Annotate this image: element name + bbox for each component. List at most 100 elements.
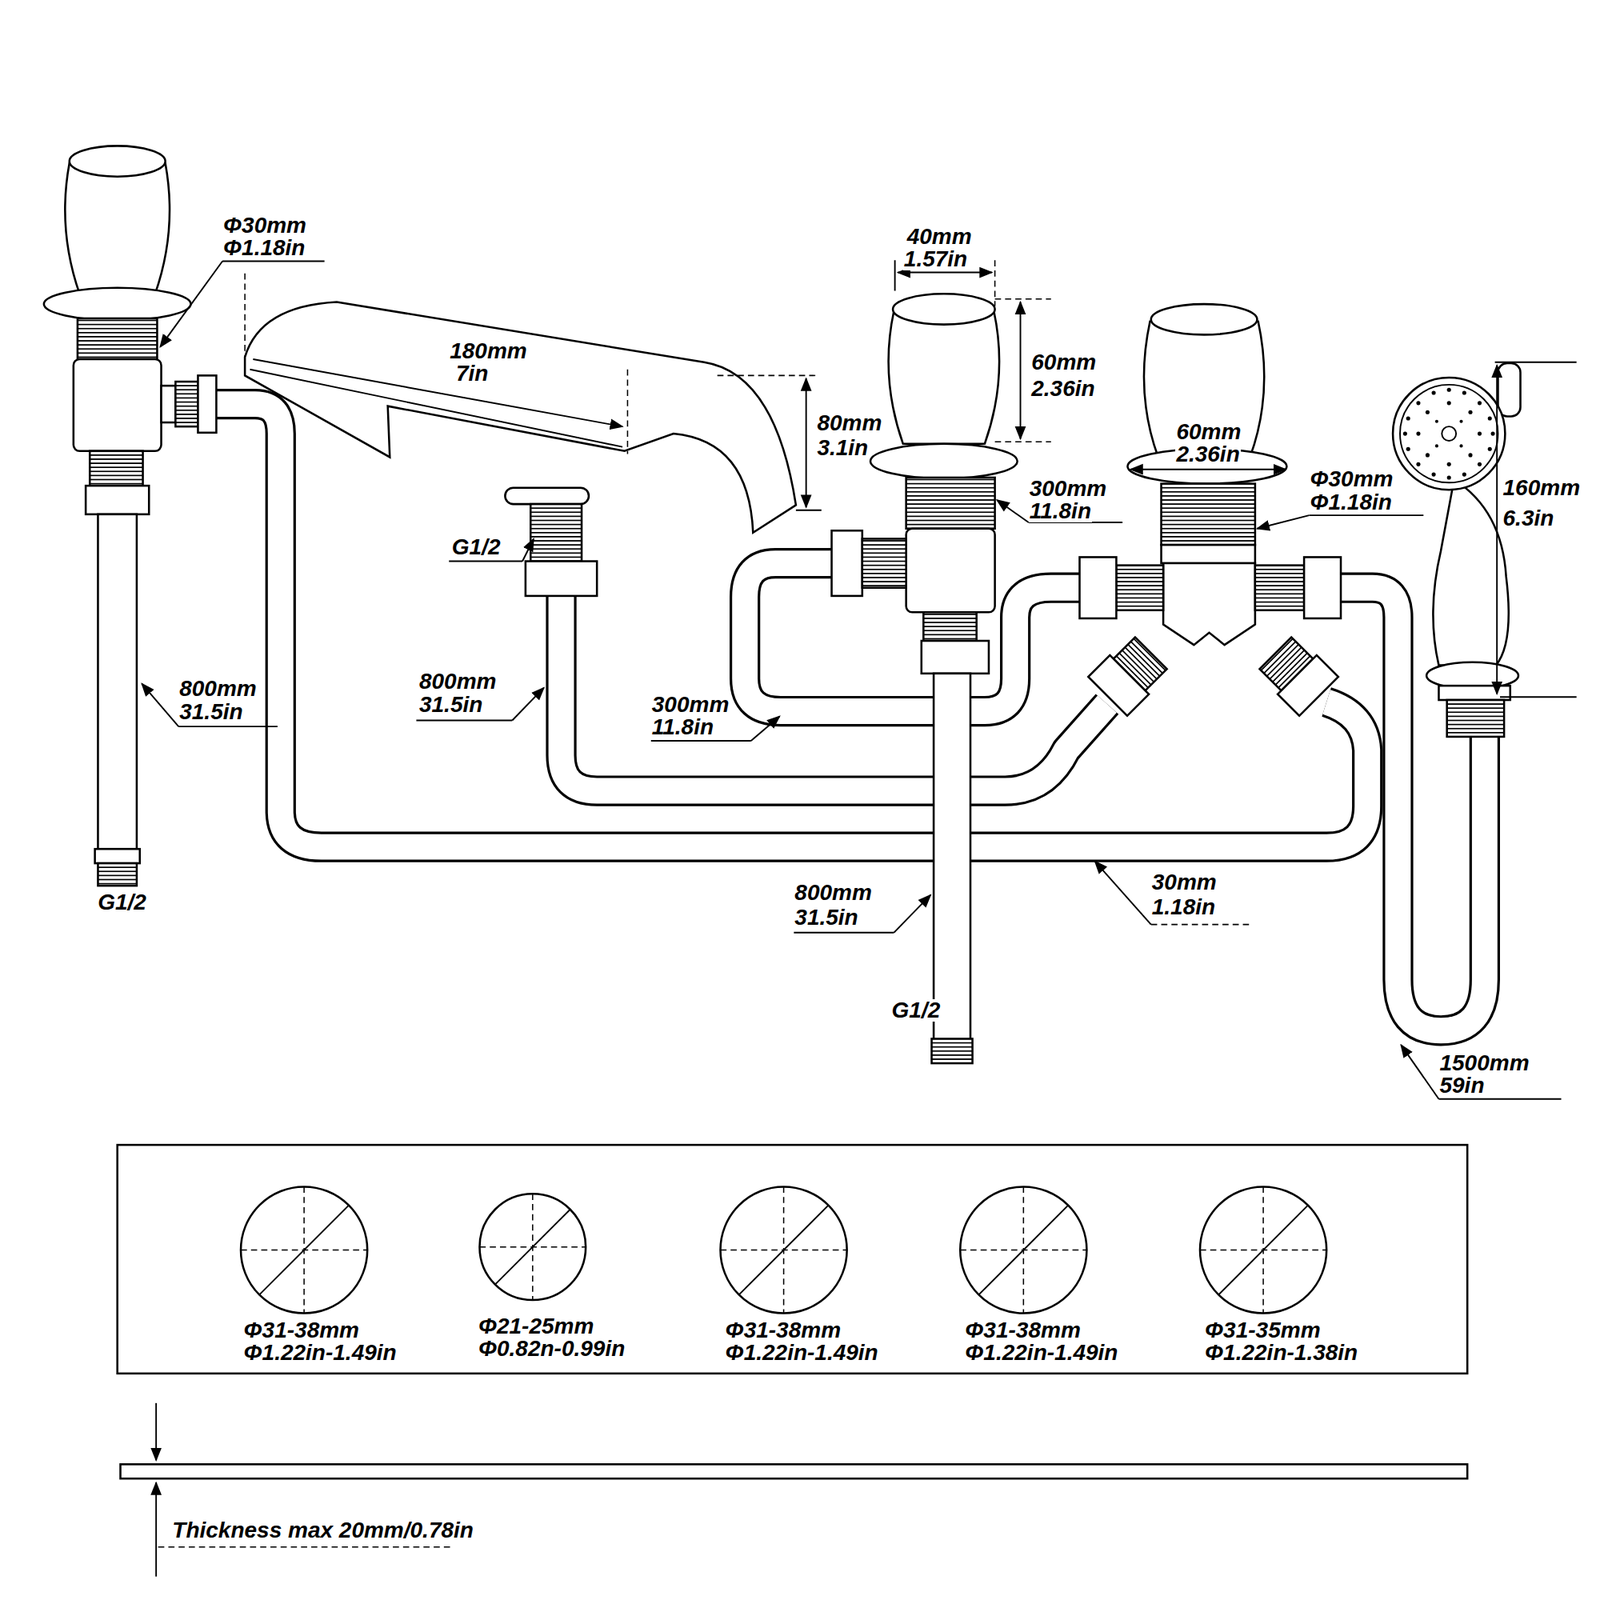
hand-shower <box>1447 475 1452 480</box>
valve <box>161 385 176 423</box>
dimension-label: 3.1in <box>816 436 869 460</box>
cutout-template <box>495 1208 571 1284</box>
hand-shower <box>1459 444 1463 448</box>
dimension-line <box>651 740 752 742</box>
diverter-valve <box>1144 321 1264 458</box>
hand-shower <box>1447 400 1452 405</box>
dimension-line <box>995 298 1052 300</box>
valve <box>64 163 170 294</box>
hand-shower <box>1416 432 1420 436</box>
dimension-label: G1/2 <box>891 999 942 1022</box>
deck-plate <box>120 1464 1468 1479</box>
dimension-label: 31.5in <box>178 700 244 724</box>
dimension-label: 60mm <box>1175 420 1242 444</box>
valve <box>921 640 989 674</box>
dimension-label: 31.5in <box>418 693 484 716</box>
valve <box>923 612 976 641</box>
hand-shower <box>1425 410 1430 415</box>
dimension-line <box>222 260 325 263</box>
hand-shower <box>1435 444 1439 448</box>
dimension-label: Thickness max 20mm/0.78in <box>171 1519 475 1542</box>
dimension-label: Φ0.82n-0.99in <box>477 1337 626 1360</box>
dimension-line <box>141 260 1576 1099</box>
dimension-label: Φ31-38mm <box>724 1319 842 1342</box>
hand-shower <box>1406 447 1411 452</box>
dimension-label: 11.8in <box>651 716 715 739</box>
dimension-label: 80mm <box>816 412 883 435</box>
dimension-label: Φ30mm <box>1308 468 1394 491</box>
hand-shower <box>1462 391 1467 396</box>
hand-shower <box>1403 432 1408 436</box>
dimension-line <box>512 688 544 721</box>
diverter-valve <box>1079 556 1116 619</box>
valve <box>95 848 140 864</box>
dimension-line <box>793 932 894 934</box>
dimension-label: Φ30mm <box>222 214 308 237</box>
hand-shower <box>1488 416 1492 420</box>
dimension-line <box>448 560 523 563</box>
dimension-line <box>1400 1044 1439 1100</box>
hand-shower <box>1491 432 1496 436</box>
dimension-label: Φ31-38mm <box>964 1319 1081 1342</box>
hand-shower <box>1432 472 1436 477</box>
spout <box>525 561 597 596</box>
valve <box>44 145 217 886</box>
hand-shower <box>1459 420 1463 424</box>
dimension-line <box>1496 365 1498 695</box>
dimension-line <box>1256 515 1309 529</box>
dimension-label: Φ1.18in <box>1308 491 1392 514</box>
dimension-line <box>893 895 931 933</box>
hand-shower <box>1477 432 1482 436</box>
dimension-line <box>897 272 992 274</box>
dimension-label: Φ31-35mm <box>1204 1319 1321 1342</box>
cutout-template <box>240 1186 368 1313</box>
diverter-valve <box>1161 484 1256 546</box>
valve <box>77 318 157 360</box>
spout <box>530 504 582 561</box>
diverter-valve <box>1079 304 1341 716</box>
dimension-line <box>1151 924 1252 926</box>
hand-shower <box>1392 377 1505 490</box>
dimension-label: Φ1.18in <box>222 236 306 260</box>
diverter-valve <box>1161 544 1256 564</box>
hand-shower <box>1468 410 1472 415</box>
hand-shower <box>1438 685 1510 700</box>
cutout-template <box>259 1204 349 1295</box>
dimension-line <box>416 720 512 722</box>
dimension-label: 300mm <box>651 693 731 716</box>
dimension-label: Φ21-25mm <box>477 1315 595 1338</box>
dimension-line <box>717 375 817 377</box>
dimension-line <box>996 500 1029 523</box>
hand-shower <box>1416 462 1420 467</box>
valve <box>888 311 1000 444</box>
dimension-line <box>751 716 780 741</box>
dimension-line <box>1308 514 1424 516</box>
valve <box>832 293 1018 1064</box>
diverter-valve <box>1255 565 1304 611</box>
diverter-valve <box>1151 304 1258 335</box>
cutout-template <box>738 1204 828 1295</box>
dimension-line <box>995 441 1052 444</box>
dimension-label: 2.36in <box>1030 377 1096 400</box>
diverter-valve <box>1304 556 1341 619</box>
cutout-template <box>960 1186 1087 1313</box>
hand-shower <box>1435 420 1439 424</box>
dimension-label: 1.57in <box>903 248 968 271</box>
spout <box>244 302 796 596</box>
dimension-label: Φ1.22in-1.49in <box>243 1341 398 1364</box>
dimension-label: 6.3in <box>1502 507 1556 530</box>
dimension-line <box>805 378 808 508</box>
spout <box>244 302 796 533</box>
dimension-line <box>796 509 822 512</box>
dimension-line <box>1438 1098 1561 1100</box>
dimension-label: Φ1.22in-1.49in <box>964 1341 1119 1364</box>
valve <box>932 1038 973 1064</box>
dimension-line <box>1095 861 1152 925</box>
cutout-template <box>720 1186 848 1313</box>
hand-shower <box>1406 416 1411 420</box>
cutout-template <box>978 1204 1068 1295</box>
dimension-label: G1/2 <box>451 536 502 559</box>
hand-shower <box>1403 388 1496 480</box>
dimension-line <box>252 359 623 427</box>
dimension-line <box>1130 468 1286 471</box>
